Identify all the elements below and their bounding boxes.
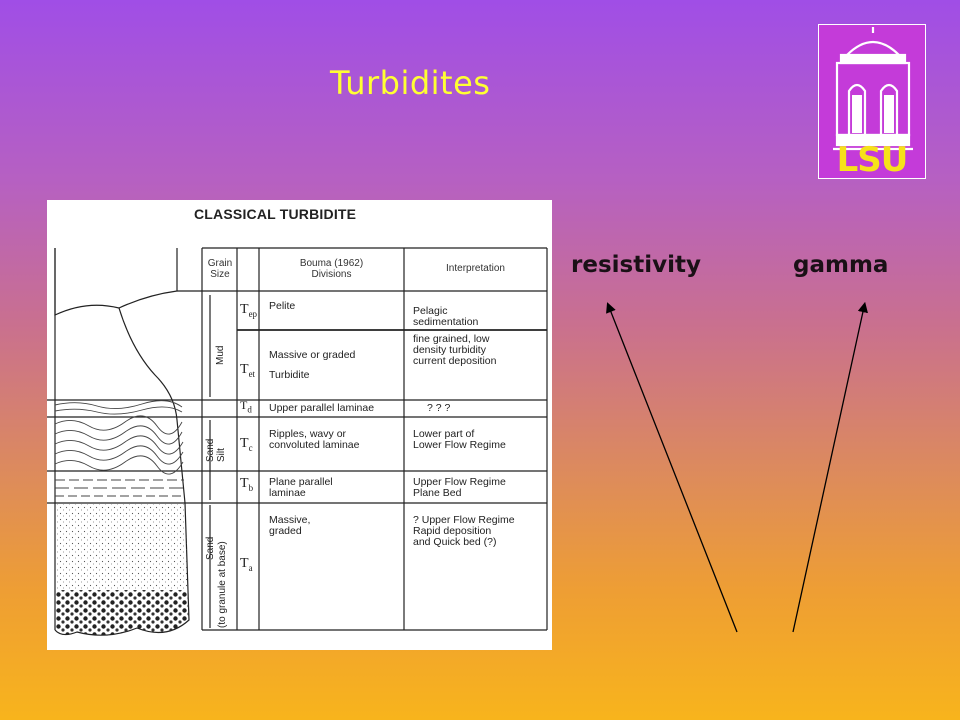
- divisions-header: Bouma (1962) Divisions: [299, 258, 364, 280]
- division-massive-graded: Massive or graded Turbidite: [269, 349, 356, 381]
- interp-fine-grained: fine grained, low density turbidity curr…: [413, 333, 497, 367]
- division-symbol-tb: Tb: [240, 476, 254, 493]
- interp-quick-bed: ? Upper Flow Regime Rapid deposition and…: [413, 514, 515, 548]
- tower-icon: [833, 27, 913, 151]
- division-pelite: Pelite: [269, 300, 296, 312]
- grain-size-header: Grain Size: [207, 258, 233, 280]
- division-symbol-tet: Tet: [240, 362, 256, 379]
- gamma-label: gamma: [793, 252, 889, 278]
- division-upper-parallel: Upper parallel laminae: [269, 402, 375, 414]
- interp-unknown: ? ? ?: [427, 402, 451, 414]
- resistivity-label: resistivity: [571, 252, 701, 278]
- interp-lower-flow: Lower part of Lower Flow Regime: [413, 428, 506, 451]
- division-symbol-tep: Tep: [240, 302, 258, 319]
- division-plane-parallel: Plane parallel laminae: [269, 476, 333, 499]
- division-symbol-tc: Tc: [240, 436, 253, 453]
- division-massive: Massive, graded: [269, 514, 311, 537]
- division-symbol-td: Td: [240, 398, 252, 415]
- lsu-logo: LSU: [818, 24, 926, 179]
- gamma-arrow: [792, 301, 868, 633]
- bouma-table-drawing: [47, 247, 548, 636]
- interp-pelagic: Pelagic sedimentation: [413, 305, 479, 328]
- resistivity-arrow: [606, 302, 738, 633]
- turbidite-figure: CLASSICAL TURBIDITE: [47, 200, 552, 650]
- slide-title: Turbidites: [330, 64, 491, 102]
- division-symbol-ta: Ta: [240, 556, 253, 573]
- figure-title: CLASSICAL TURBIDITE: [194, 206, 357, 222]
- division-ripples: Ripples, wavy or convoluted laminae: [269, 428, 360, 451]
- logo-wordmark: LSU: [836, 140, 909, 179]
- interp-upper-flow: Upper Flow Regime Plane Bed: [413, 476, 506, 499]
- interpretation-header: Interpretation: [446, 263, 505, 274]
